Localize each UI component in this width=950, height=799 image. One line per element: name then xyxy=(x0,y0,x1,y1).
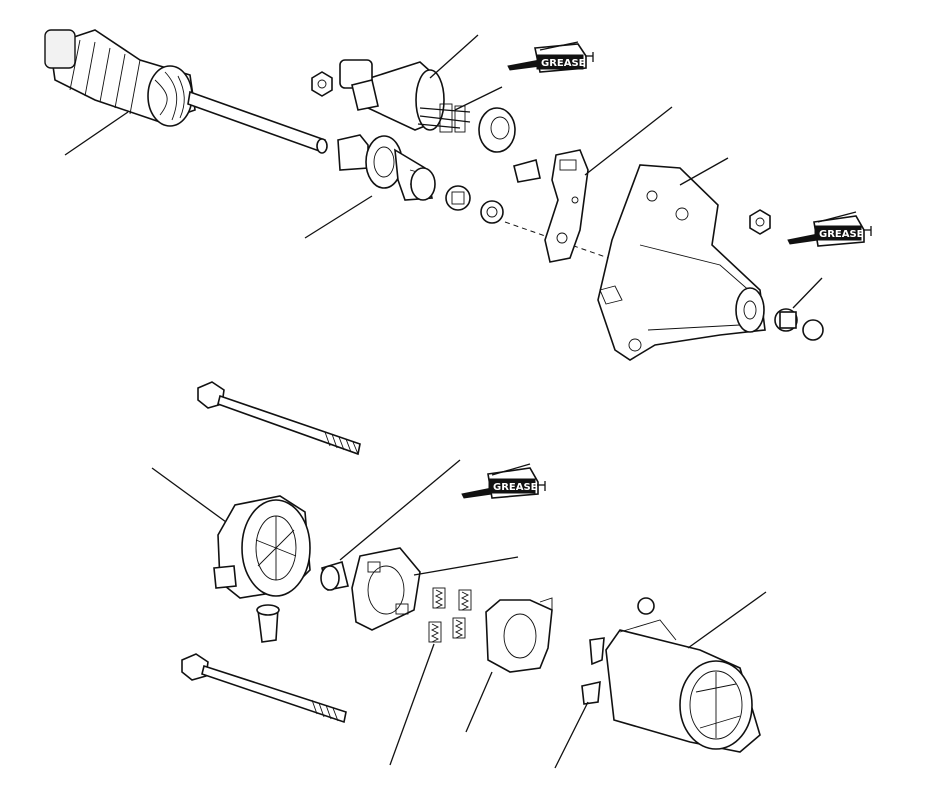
leader-plunger xyxy=(454,86,503,111)
leader-armature xyxy=(64,111,129,156)
leader-gear-housing xyxy=(679,157,729,186)
stop-ring xyxy=(480,200,504,224)
grease-label-2: GREASE xyxy=(819,229,864,240)
end-frame xyxy=(213,495,311,599)
grease-label-3: GREASE xyxy=(493,482,538,493)
grease-gun-3: GREASE xyxy=(461,463,546,499)
leader-yoke xyxy=(687,591,767,649)
axis-line-top xyxy=(504,221,621,263)
yoke-terminal xyxy=(589,637,605,666)
armature xyxy=(44,29,328,154)
overrunning-clutch xyxy=(337,134,436,201)
solenoid-nut xyxy=(311,71,333,97)
yoke-grommet xyxy=(581,680,601,705)
yoke xyxy=(605,597,761,753)
grease-gun-1: GREASE xyxy=(507,41,594,73)
dust-cap xyxy=(802,319,824,341)
leader-brush-holder xyxy=(465,671,493,733)
grommet xyxy=(256,604,280,643)
leader-yoke-grommet xyxy=(554,701,589,769)
through-bolt-lower xyxy=(181,653,347,724)
grease-label-1: GREASE xyxy=(541,58,586,69)
solenoid-boot xyxy=(478,107,516,153)
bushing xyxy=(774,308,798,332)
solenoid xyxy=(339,59,471,133)
lever-clip xyxy=(513,159,541,183)
brush-springs xyxy=(428,587,472,643)
brush-plate xyxy=(351,547,421,631)
end-bushing xyxy=(320,560,349,591)
leader-brush-plate xyxy=(413,556,519,576)
leader-shift-lever xyxy=(584,106,673,176)
leader-end-frame xyxy=(151,467,227,523)
leader-end-bushing xyxy=(339,459,461,561)
shift-lever xyxy=(544,149,589,263)
brush-holder xyxy=(485,597,553,673)
stop-collar xyxy=(445,185,471,211)
gear-housing xyxy=(597,164,766,361)
leader-bushing xyxy=(792,277,823,309)
leader-springs xyxy=(389,643,435,766)
housing-nut xyxy=(749,209,771,235)
through-bolt-upper xyxy=(197,381,361,456)
leader-solenoid xyxy=(429,34,479,79)
grease-gun-2: GREASE xyxy=(787,211,872,247)
leader-clutch xyxy=(304,195,373,239)
